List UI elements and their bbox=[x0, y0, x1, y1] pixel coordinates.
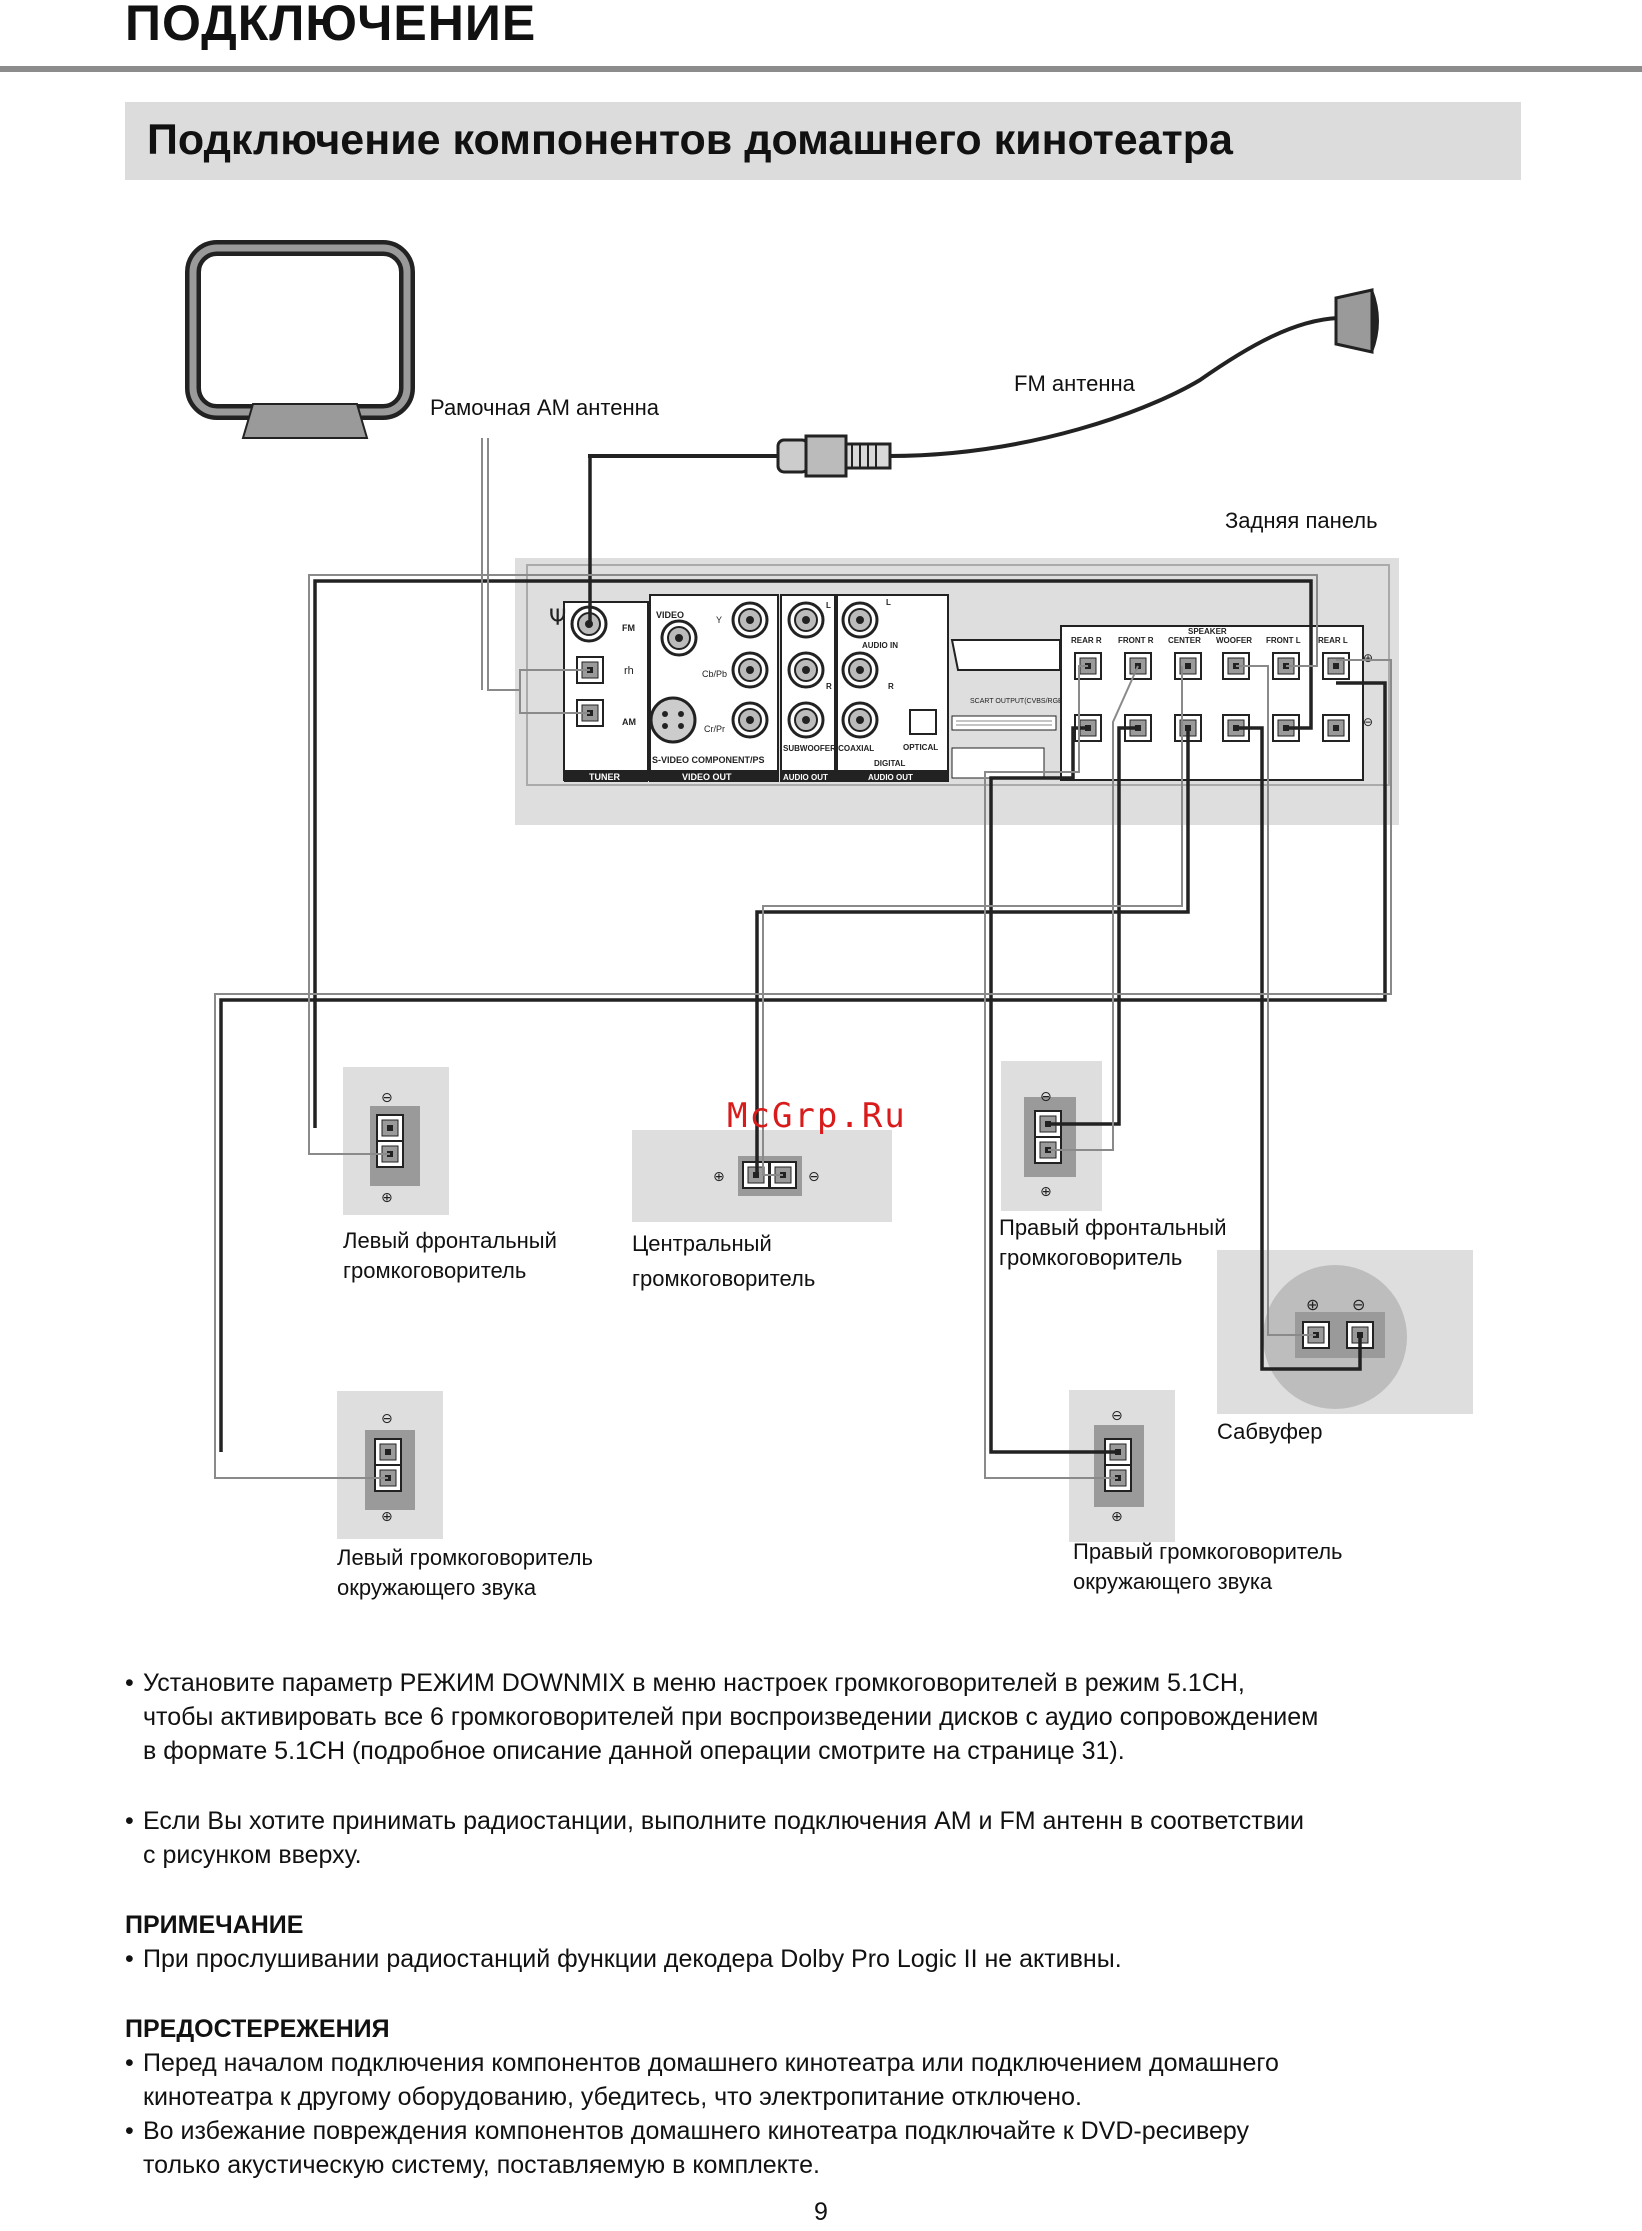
sub-plus-symbol: ⊕ bbox=[1306, 1297, 1319, 1314]
panel-audio-in-r-label: R bbox=[888, 682, 894, 691]
center-speaker-label-line1: Центральный bbox=[632, 1231, 772, 1256]
caution-item: Перед началом подключения компонентов до… bbox=[125, 2046, 1545, 2114]
panel-scart-label: SCART OUTPUT(CVBS/RGB) bbox=[970, 698, 1065, 705]
panel-front-l-label: FRONT L bbox=[1266, 636, 1301, 645]
fr-minus-symbol: ⊖ bbox=[1040, 1088, 1052, 1104]
panel-am-label: AM bbox=[622, 717, 636, 727]
instruction-item: Установите параметр РЕЖИМ DOWNMIX в меню… bbox=[125, 1666, 1545, 1768]
center-speaker-label-line2: громкоговоритель bbox=[632, 1266, 816, 1291]
panel-center-label: CENTER bbox=[1168, 636, 1201, 645]
speaker-wires-black bbox=[219, 456, 1387, 1454]
instruction-line: Установите параметр РЕЖИМ DOWNMIX в меню… bbox=[143, 1669, 1245, 1697]
caution-line: Перед началом подключения компонентов до… bbox=[143, 2049, 1279, 2077]
front-right-speaker-label-line1: Правый фронтальный bbox=[999, 1215, 1227, 1240]
panel-y-label: Y bbox=[716, 615, 722, 625]
surround-left-speaker bbox=[337, 1391, 443, 1539]
watermark: McGrp.Ru bbox=[727, 1096, 907, 1136]
speaker-wires-gray bbox=[214, 438, 1392, 1479]
caution-line: кинотеатра к другому оборудованию, убеди… bbox=[143, 2083, 1082, 2111]
instruction-line: в формате 5.1CH (подробное описание данн… bbox=[143, 1737, 1125, 1765]
sl-minus-symbol: ⊖ bbox=[381, 1410, 393, 1426]
panel-fm-label: FM bbox=[622, 623, 635, 633]
panel-audio-in-l-label: L bbox=[886, 598, 891, 607]
panel-plus-symbol: ⊕ bbox=[1363, 651, 1373, 665]
section-title-box: Подключение компонентов домашнего киноте… bbox=[125, 102, 1521, 180]
sr-plus-symbol: ⊕ bbox=[1111, 1508, 1123, 1524]
panel-svideo-component-label: S-VIDEO COMPONENT/PS bbox=[652, 755, 765, 765]
panel-audio-l-label: L bbox=[826, 601, 831, 610]
surround-left-speaker-label-line2: окружающего звука bbox=[337, 1575, 537, 1600]
panel-minus-symbol: ⊖ bbox=[1363, 715, 1373, 729]
header-rule bbox=[0, 66, 1642, 72]
instruction-item: Если Вы хотите принимать радиостанции, в… bbox=[125, 1804, 1545, 1872]
connection-diagram: Ψ FM rh AM TUNER VIDEO Y Cb/Pb Cr/Pr S-V… bbox=[185, 240, 1473, 1542]
sub-minus-symbol: ⊖ bbox=[1352, 1297, 1365, 1314]
panel-subwoofer-coaxial-label: SUBWOOFER COAXIAL bbox=[783, 744, 874, 753]
surround-right-speaker-label-line2: окружающего звука bbox=[1073, 1569, 1273, 1594]
fr-plus-symbol: ⊕ bbox=[1040, 1183, 1052, 1199]
panel-front-r-label: FRONT R bbox=[1118, 636, 1154, 645]
surround-right-speaker-label-line1: Правый громкоговоритель bbox=[1073, 1539, 1343, 1564]
fl-minus-symbol: ⊖ bbox=[381, 1089, 393, 1105]
svg-text:rh: rh bbox=[624, 665, 634, 677]
fm-antenna-label: FM антенна bbox=[1014, 371, 1135, 396]
instruction-line: с рисунком вверху. bbox=[143, 1841, 362, 1869]
instruction-line: Если Вы хотите принимать радиостанции, в… bbox=[143, 1807, 1304, 1835]
panel-crpr-label: Cr/Pr bbox=[704, 724, 725, 734]
center-speaker-label: Центральный громкоговоритель bbox=[632, 1226, 815, 1296]
caution-line: Во избежание повреждения компонентов дом… bbox=[143, 2117, 1250, 2145]
panel-audio-out-label: AUDIO OUT bbox=[783, 773, 828, 782]
front-left-speaker-label-line1: Левый фронтальный bbox=[343, 1228, 557, 1253]
am-antenna-label: Рамочная AM антенна bbox=[430, 395, 660, 420]
front-right-speaker-label: Правый фронтальный громкоговоритель bbox=[999, 1213, 1227, 1273]
panel-audio-out-label-2: AUDIO OUT bbox=[868, 773, 913, 782]
surround-right-speaker-label: Правый громкоговоритель окружающего звук… bbox=[1073, 1537, 1343, 1597]
panel-optical-label: OPTICAL bbox=[903, 743, 938, 752]
panel-woofer-label: WOOFER bbox=[1216, 636, 1252, 645]
instruction-line: чтобы активировать все 6 громкоговорител… bbox=[143, 1703, 1319, 1731]
sl-plus-symbol: ⊕ bbox=[381, 1508, 393, 1524]
caution-heading: ПРЕДОСТЕРЕЖЕНИЯ bbox=[125, 2015, 390, 2043]
page-number: 9 bbox=[814, 2198, 828, 2226]
section-title: Подключение компонентов домашнего киноте… bbox=[147, 116, 1233, 164]
front-right-speaker-label-line2: громкоговоритель bbox=[999, 1245, 1183, 1270]
front-left-speaker bbox=[343, 1067, 449, 1215]
fm-antenna bbox=[588, 288, 1379, 478]
panel-digital-label: DIGITAL bbox=[874, 759, 906, 768]
am-loop-antenna bbox=[185, 240, 415, 439]
note-item: При прослушивании радиостанций функции д… bbox=[125, 1942, 1545, 1976]
front-right-speaker bbox=[1001, 1061, 1102, 1211]
caution-line: только акустическую систему, поставляему… bbox=[143, 2151, 820, 2179]
panel-speaker-label: SPEAKER bbox=[1188, 627, 1227, 636]
panel-rear-r-label: REAR R bbox=[1071, 636, 1102, 645]
center-minus-symbol: ⊖ bbox=[808, 1168, 820, 1184]
sr-minus-symbol: ⊖ bbox=[1111, 1407, 1123, 1423]
instructions: Установите параметр РЕЖИМ DOWNMIX в меню… bbox=[125, 1666, 1545, 2182]
panel-audio-in-label: AUDIO IN bbox=[862, 641, 898, 650]
caution-item: Во избежание повреждения компонентов дом… bbox=[125, 2114, 1545, 2182]
surround-left-speaker-label-line1: Левый громкоговоритель bbox=[337, 1545, 593, 1570]
panel-cbpb-label: Cb/Pb bbox=[702, 669, 727, 679]
front-left-speaker-label: Левый фронтальный громкоговоритель bbox=[343, 1226, 557, 1286]
surround-left-speaker-label: Левый громкоговоритель окружающего звука bbox=[337, 1543, 593, 1603]
panel-tuner-label: TUNER bbox=[589, 772, 620, 782]
panel-video-out-label: VIDEO OUT bbox=[682, 772, 732, 782]
page-header-title: ПОДКЛЮЧЕНИЕ bbox=[125, 0, 537, 51]
rear-panel-label: Задняя панель bbox=[1225, 508, 1378, 533]
center-plus-symbol: ⊕ bbox=[713, 1168, 725, 1184]
subwoofer-speaker bbox=[1217, 1250, 1473, 1414]
surround-right-speaker bbox=[1069, 1390, 1175, 1542]
panel-audio-r-label: R bbox=[826, 682, 832, 691]
svg-text:Ψ: Ψ bbox=[549, 606, 566, 631]
note-heading: ПРИМЕЧАНИЕ bbox=[125, 1911, 304, 1939]
subwoofer-label: Сабвуфер bbox=[1217, 1419, 1323, 1444]
front-left-speaker-label-line2: громкоговоритель bbox=[343, 1258, 527, 1283]
panel-rear-l-label: REAR L bbox=[1318, 636, 1348, 645]
note-line: При прослушивании радиостанций функции д… bbox=[143, 1945, 1122, 1973]
fl-plus-symbol: ⊕ bbox=[381, 1189, 393, 1205]
panel-video-label: VIDEO bbox=[656, 610, 684, 620]
